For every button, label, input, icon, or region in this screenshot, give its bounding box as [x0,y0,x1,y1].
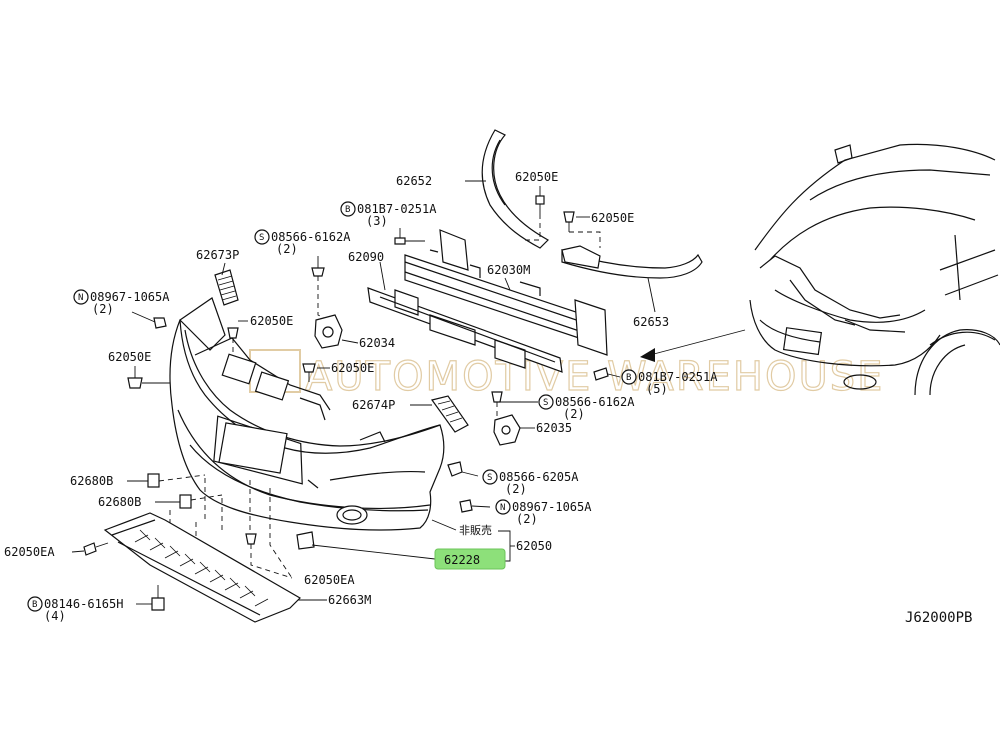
part-62663M-undercover [103,512,301,623]
label-62680B-1: 62680B [70,474,113,488]
svg-text:S: S [487,473,492,483]
svg-text:(2): (2) [505,482,527,496]
label-62030M: 62030M [487,263,530,277]
label-62050E-top: 62050E [515,170,558,184]
assembly-arrow [640,329,746,362]
part-62674P [430,395,469,433]
label-62050E-mid: 62050E [250,314,293,328]
svg-text:N: N [78,293,83,303]
label-62663M: 62663M [328,593,371,607]
nut-08967-left: N 08967-1065A (2) [73,289,170,329]
svg-text:(3): (3) [366,214,388,228]
label-62050EA-left: 62050EA [4,545,55,559]
label-62050EA-bottom: 62050EA [304,573,355,587]
svg-text:(2): (2) [276,242,298,256]
bolt-081B7-right: B 081B7-0251A (5) [593,367,718,396]
label-62050: 62050 [516,539,552,553]
svg-text:(2): (2) [516,512,538,526]
watermark-text: AUTOMOTIVE WAREHOUSE [305,354,884,400]
svg-text:(2): (2) [563,407,585,421]
svg-text:(5): (5) [646,382,668,396]
part-62030M-beam [404,229,608,356]
clip-62680B-2 [155,494,223,509]
label-08566-top: 08566-6162A [271,230,351,244]
label-62090: 62090 [348,250,384,264]
svg-text:B: B [345,205,350,215]
label-08967-right: 08967-1065A [512,500,592,514]
clip-62050EA-left [71,542,109,556]
label-62035: 62035 [536,421,572,435]
part-62653 [561,245,703,279]
label-62652: 62652 [396,174,432,188]
watermark: AUTOMOTIVE WAREHOUSE [249,349,884,401]
vehicle-outline [749,143,1000,396]
clip-62050E-right [563,211,601,248]
bolt-081B7-top: B 081B7-0251A (3) [340,201,437,245]
label-62653: 62653 [633,315,669,329]
nut-08967-right: N 08967-1065A (2) [459,499,592,526]
svg-text:B: B [626,373,631,383]
label-08967-left: 08967-1065A [90,290,170,304]
label-62674P: 62674P [352,398,395,412]
label-62034: 62034 [359,336,395,350]
label-62228: 62228 [444,553,480,567]
part-62050-bumper [169,297,445,531]
part-62090-absorber [367,287,563,373]
part-62034 [314,314,343,349]
svg-text:N: N [500,503,505,513]
part-62035 [493,414,521,446]
screw-08566-low: S 08566-6205A (2) [447,461,579,496]
svg-text:S: S [543,398,548,408]
svg-text:S: S [259,233,264,243]
label-62050E-left: 62050E [108,350,151,364]
label-08566-mid: 08566-6162A [555,395,635,409]
svg-text:(2): (2) [92,302,114,316]
part-62673P [214,269,239,306]
label-62680B-2: 62680B [98,495,141,509]
part-62652 [481,129,549,249]
label-not-for-sale: 非販売 [459,524,492,537]
screw-08566-mid: S 08566-6162A (2) [491,391,635,421]
clip-62680B-1 [127,473,206,488]
clip-62050E-center [302,363,330,382]
svg-text:(4): (4) [44,609,66,623]
clip-62050E-left [127,366,170,389]
label-08566-low: 08566-6205A [499,470,579,484]
screw-08566-top: S 08566-6162A (2) [254,229,351,321]
label-081B7-right: 081B7-0251A [638,370,718,384]
svg-text:B: B [32,600,37,610]
highlight-62228[interactable]: 62228 [434,548,506,570]
label-081B7-top: 081B7-0251A [357,202,437,216]
bolt-08146: B 08146-6165H (4) [27,585,165,623]
part-62228 [296,531,436,560]
label-62050E-center: 62050E [331,361,374,375]
diagram-code: J62000PB [905,610,972,626]
label-62673P: 62673P [196,248,239,262]
clip-62050EA-bottom [245,533,293,579]
label-08146: 08146-6165H [44,597,123,611]
label-62050E-right: 62050E [591,211,634,225]
